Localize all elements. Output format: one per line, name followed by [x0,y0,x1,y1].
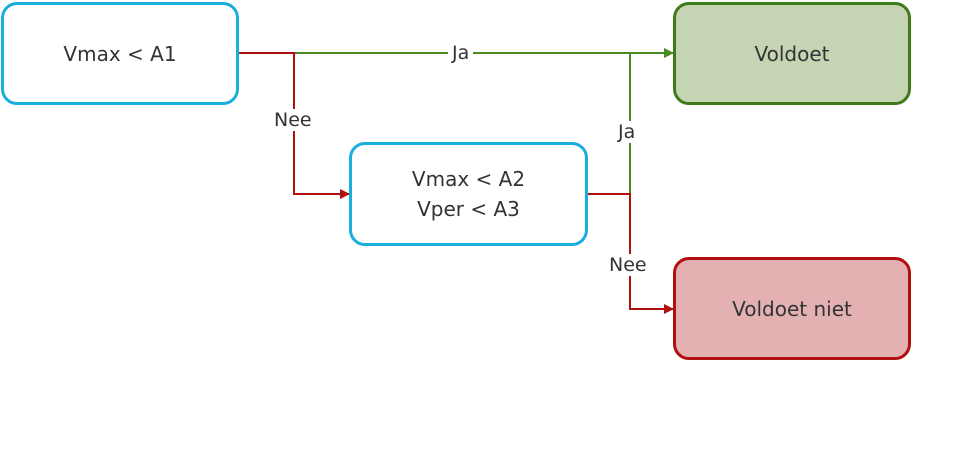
decision-2-line-1: Vmax < A2 [411,167,526,191]
edge-label-d1-no: Nee [270,109,316,131]
decision-node-1: Vmax < A1 [1,2,239,105]
decision-node-2: Vmax < A2 Vper < A3 [349,142,588,246]
fail-text: Voldoet niet [732,296,852,321]
pass-node: Voldoet [673,2,911,105]
edge-d2-no [588,193,674,314]
edge-label-d1-yes: Ja [448,42,474,64]
fail-node: Voldoet niet [673,257,911,360]
pass-text: Voldoet [754,41,830,66]
decision-2-line-2: Vper < A3 [417,197,520,221]
decision-1-text: Vmax < A1 [63,41,177,66]
edge-label-d2-yes: Ja [614,121,640,143]
edge-label-d2-no: Nee [605,254,651,276]
